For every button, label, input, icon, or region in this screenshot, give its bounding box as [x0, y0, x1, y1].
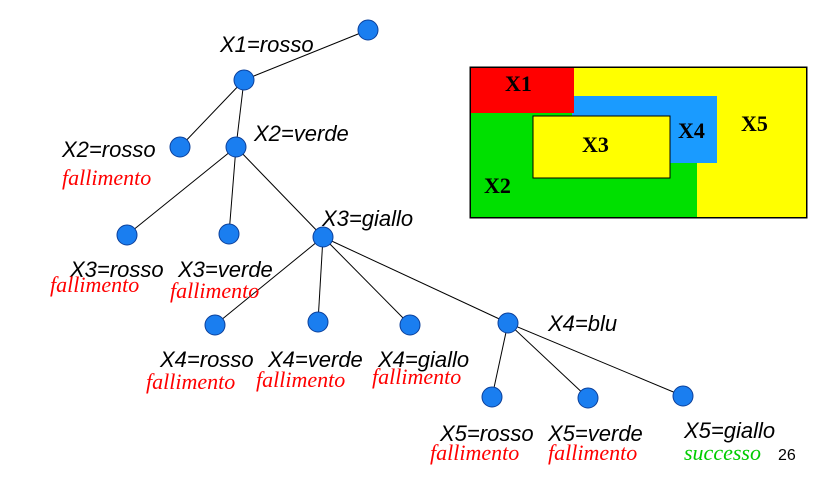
- label-x3-giallo: X3=giallo: [321, 206, 413, 231]
- tree-node-x4-giallo: [399, 314, 421, 336]
- outcome-x3-rosso: fallimento: [50, 272, 139, 297]
- outcome-x4-verde: fallimento: [256, 367, 345, 392]
- outcome-x4-rosso: fallimento: [146, 369, 235, 394]
- edge-x3giallo-x4verde: [317, 236, 324, 323]
- edge-x3giallo-x4blu: [322, 236, 509, 324]
- outcome-x5-rosso: fallimento: [430, 440, 519, 465]
- label-x3-rosso: X3=rosso: [69, 257, 164, 282]
- page-number: 26: [778, 447, 796, 464]
- region-x3: [532, 115, 671, 179]
- outcome-x5-verde: fallimento: [548, 440, 637, 465]
- label-x4-rosso: X4=rosso: [159, 347, 254, 372]
- tree-node-x1: [233, 69, 255, 91]
- region-label-x2: X2: [484, 173, 511, 198]
- tree-node-root: [357, 19, 379, 41]
- tree-node-x4-blu: [497, 312, 519, 334]
- label-x4-verde: X4=verde: [267, 347, 363, 372]
- label-x4-blu: X4=blu: [547, 311, 617, 336]
- edge-x4blu-x5verde: [507, 322, 589, 399]
- tree-node-x3-giallo: [312, 226, 334, 248]
- label-x5-rosso: X5=rosso: [439, 421, 534, 446]
- outcome-x5-giallo: successo: [684, 440, 761, 465]
- map-diagram: X1 X5 X4 X3 X2: [469, 66, 808, 219]
- tree-node-x3-verde: [218, 223, 240, 245]
- region-label-x1: X1: [505, 71, 532, 96]
- region-x1: [471, 68, 574, 113]
- label-x1-rosso: X1=rosso: [219, 32, 314, 57]
- label-x5-verde: X5=verde: [547, 421, 643, 446]
- edge-x1-x2verde: [235, 79, 245, 148]
- tree-node-x3-rosso: [116, 224, 138, 246]
- edge-x2verde-x3rosso: [126, 146, 237, 236]
- label-x4-giallo: X4=giallo: [377, 347, 469, 372]
- tree-node-x2-rosso: [169, 136, 191, 158]
- tree-edges: [126, 29, 684, 399]
- label-x5-giallo: X5=giallo: [683, 418, 775, 443]
- tree-node-x5-rosso: [481, 386, 503, 408]
- edge-x3giallo-x4rosso: [214, 236, 324, 326]
- edge-x1-x2rosso: [179, 79, 245, 148]
- tree-node-x5-verde: [577, 387, 599, 409]
- tree-node-x4-rosso: [204, 314, 226, 336]
- region-label-x3: X3: [582, 132, 609, 157]
- tree-node-x4-verde: [307, 311, 329, 333]
- label-x3-verde: X3=verde: [177, 257, 273, 282]
- edge-root-x1: [243, 29, 369, 81]
- outcome-labels: fallimento fallimento fallimento fallime…: [50, 165, 761, 465]
- edge-x4blu-x5rosso: [491, 322, 509, 398]
- outcome-x2-rosso: fallimento: [62, 165, 151, 190]
- outcome-x3-verde: fallimento: [170, 278, 259, 303]
- tree-node-x5-giallo: [672, 385, 694, 407]
- edge-x3giallo-x4giallo: [322, 236, 411, 326]
- map-frame-border: [470, 67, 807, 218]
- edge-x2verde-x3giallo: [235, 146, 324, 238]
- tree-nodes: [116, 19, 694, 409]
- edge-x4blu-x5giallo: [507, 322, 684, 397]
- region-label-x4: X4: [678, 118, 705, 143]
- tree-labels: X1=rosso X2=rosso X2=verde X3=giallo X3=…: [61, 32, 775, 446]
- edge-x2verde-x3verde: [228, 146, 237, 235]
- outcome-x4-giallo: fallimento: [372, 364, 461, 389]
- tree-node-x2-verde: [225, 136, 247, 158]
- label-x2-verde: X2=verde: [253, 121, 349, 146]
- label-x2-rosso: X2=rosso: [61, 137, 156, 162]
- region-label-x5: X5: [741, 111, 768, 136]
